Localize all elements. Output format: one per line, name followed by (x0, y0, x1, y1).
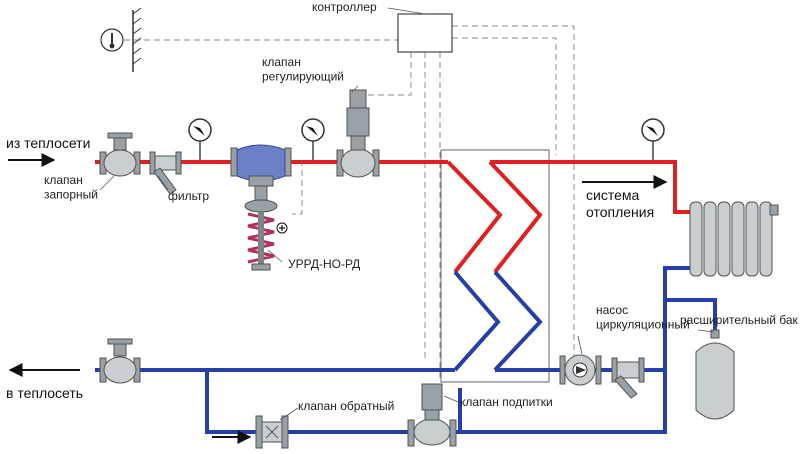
label-line: отопления (586, 204, 654, 220)
pressure-gauge-icon (641, 118, 665, 160)
circulation-pump (559, 354, 602, 386)
label-check-valve: клапан обратный (298, 399, 394, 413)
flow-arrows (8, 153, 668, 444)
label-line: запорный (44, 187, 98, 201)
expansion-tank (695, 329, 735, 420)
label-line: циркуляционный (596, 317, 690, 331)
regulator-spring (247, 212, 275, 264)
label-to-network: в теплосеть (6, 385, 83, 401)
radiator-icon (689, 201, 779, 277)
shutoff-valve-return (99, 338, 141, 384)
label-line: регулирующий (262, 69, 344, 83)
label-filter: фильтр (168, 189, 209, 203)
heat-exchanger-frame (440, 149, 550, 383)
controller-box (397, 13, 453, 53)
leader-lines (99, 85, 715, 421)
pressure-gauge-icon (188, 118, 212, 160)
label-controller: контроллер (312, 0, 377, 14)
label-control-valve-line1: клапан (262, 55, 301, 69)
pressure-regulator (230, 144, 292, 271)
check-valve (255, 415, 289, 449)
pressure-gauges (188, 118, 665, 160)
filter (149, 151, 182, 195)
return-pipes (95, 266, 717, 434)
shutoff-valve-supply (99, 132, 141, 177)
label-expansion-tank: расширительный бак (680, 313, 799, 327)
control-lines (124, 25, 575, 382)
control-valve (336, 89, 380, 178)
filter-return (611, 357, 645, 399)
outdoor-thermometer (100, 7, 142, 72)
label-from-network: из теплосети (6, 135, 90, 151)
label-pump-line1: насос (596, 303, 628, 317)
pressure-gauge-icon (301, 118, 325, 160)
label-regulator: УРРД-НО-РД (288, 257, 360, 271)
label-heating-system-line1: система (586, 187, 639, 203)
makeup-valve (407, 383, 457, 447)
label-shutoff-valve-line1: клапан (44, 173, 83, 187)
label-makeup-valve: клапан подпитки (460, 395, 553, 409)
